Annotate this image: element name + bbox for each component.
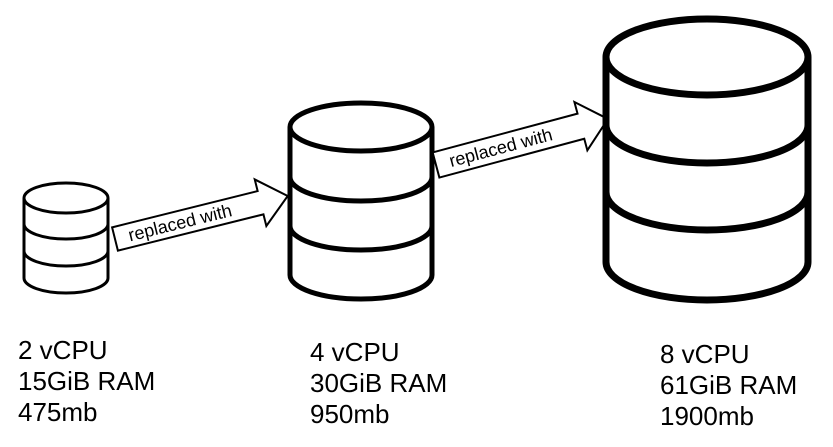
database-small-icon — [22, 181, 110, 295]
size-label: 950mb — [310, 399, 390, 429]
arrow-label-1: replaced with — [126, 200, 234, 245]
server-spec-large: 8 vCPU 61GiB RAM 1900mb — [660, 339, 797, 432]
cpu-label: 8 vCPU — [660, 339, 750, 369]
cpu-label: 4 vCPU — [310, 337, 400, 367]
ram-label: 61GiB RAM — [660, 370, 798, 400]
ram-label: 15GiB RAM — [18, 366, 156, 396]
size-label: 1900mb — [660, 401, 754, 431]
ram-label: 30GiB RAM — [310, 368, 448, 398]
replaced-with-arrow-2: replaced with — [431, 100, 610, 179]
right-arrow-icon — [110, 177, 290, 252]
database-medium-icon — [287, 100, 435, 302]
right-arrow-icon — [431, 100, 610, 179]
size-label: 475mb — [18, 397, 98, 427]
cpu-label: 2 vCPU — [18, 335, 108, 365]
server-spec-medium: 4 vCPU 30GiB RAM 950mb — [310, 337, 447, 430]
server-spec-small: 2 vCPU 15GiB RAM 475mb — [18, 335, 155, 428]
replaced-with-arrow-1: replaced with — [110, 177, 290, 252]
database-large-icon — [602, 15, 812, 304]
arrow-label-2: replaced with — [447, 124, 555, 171]
